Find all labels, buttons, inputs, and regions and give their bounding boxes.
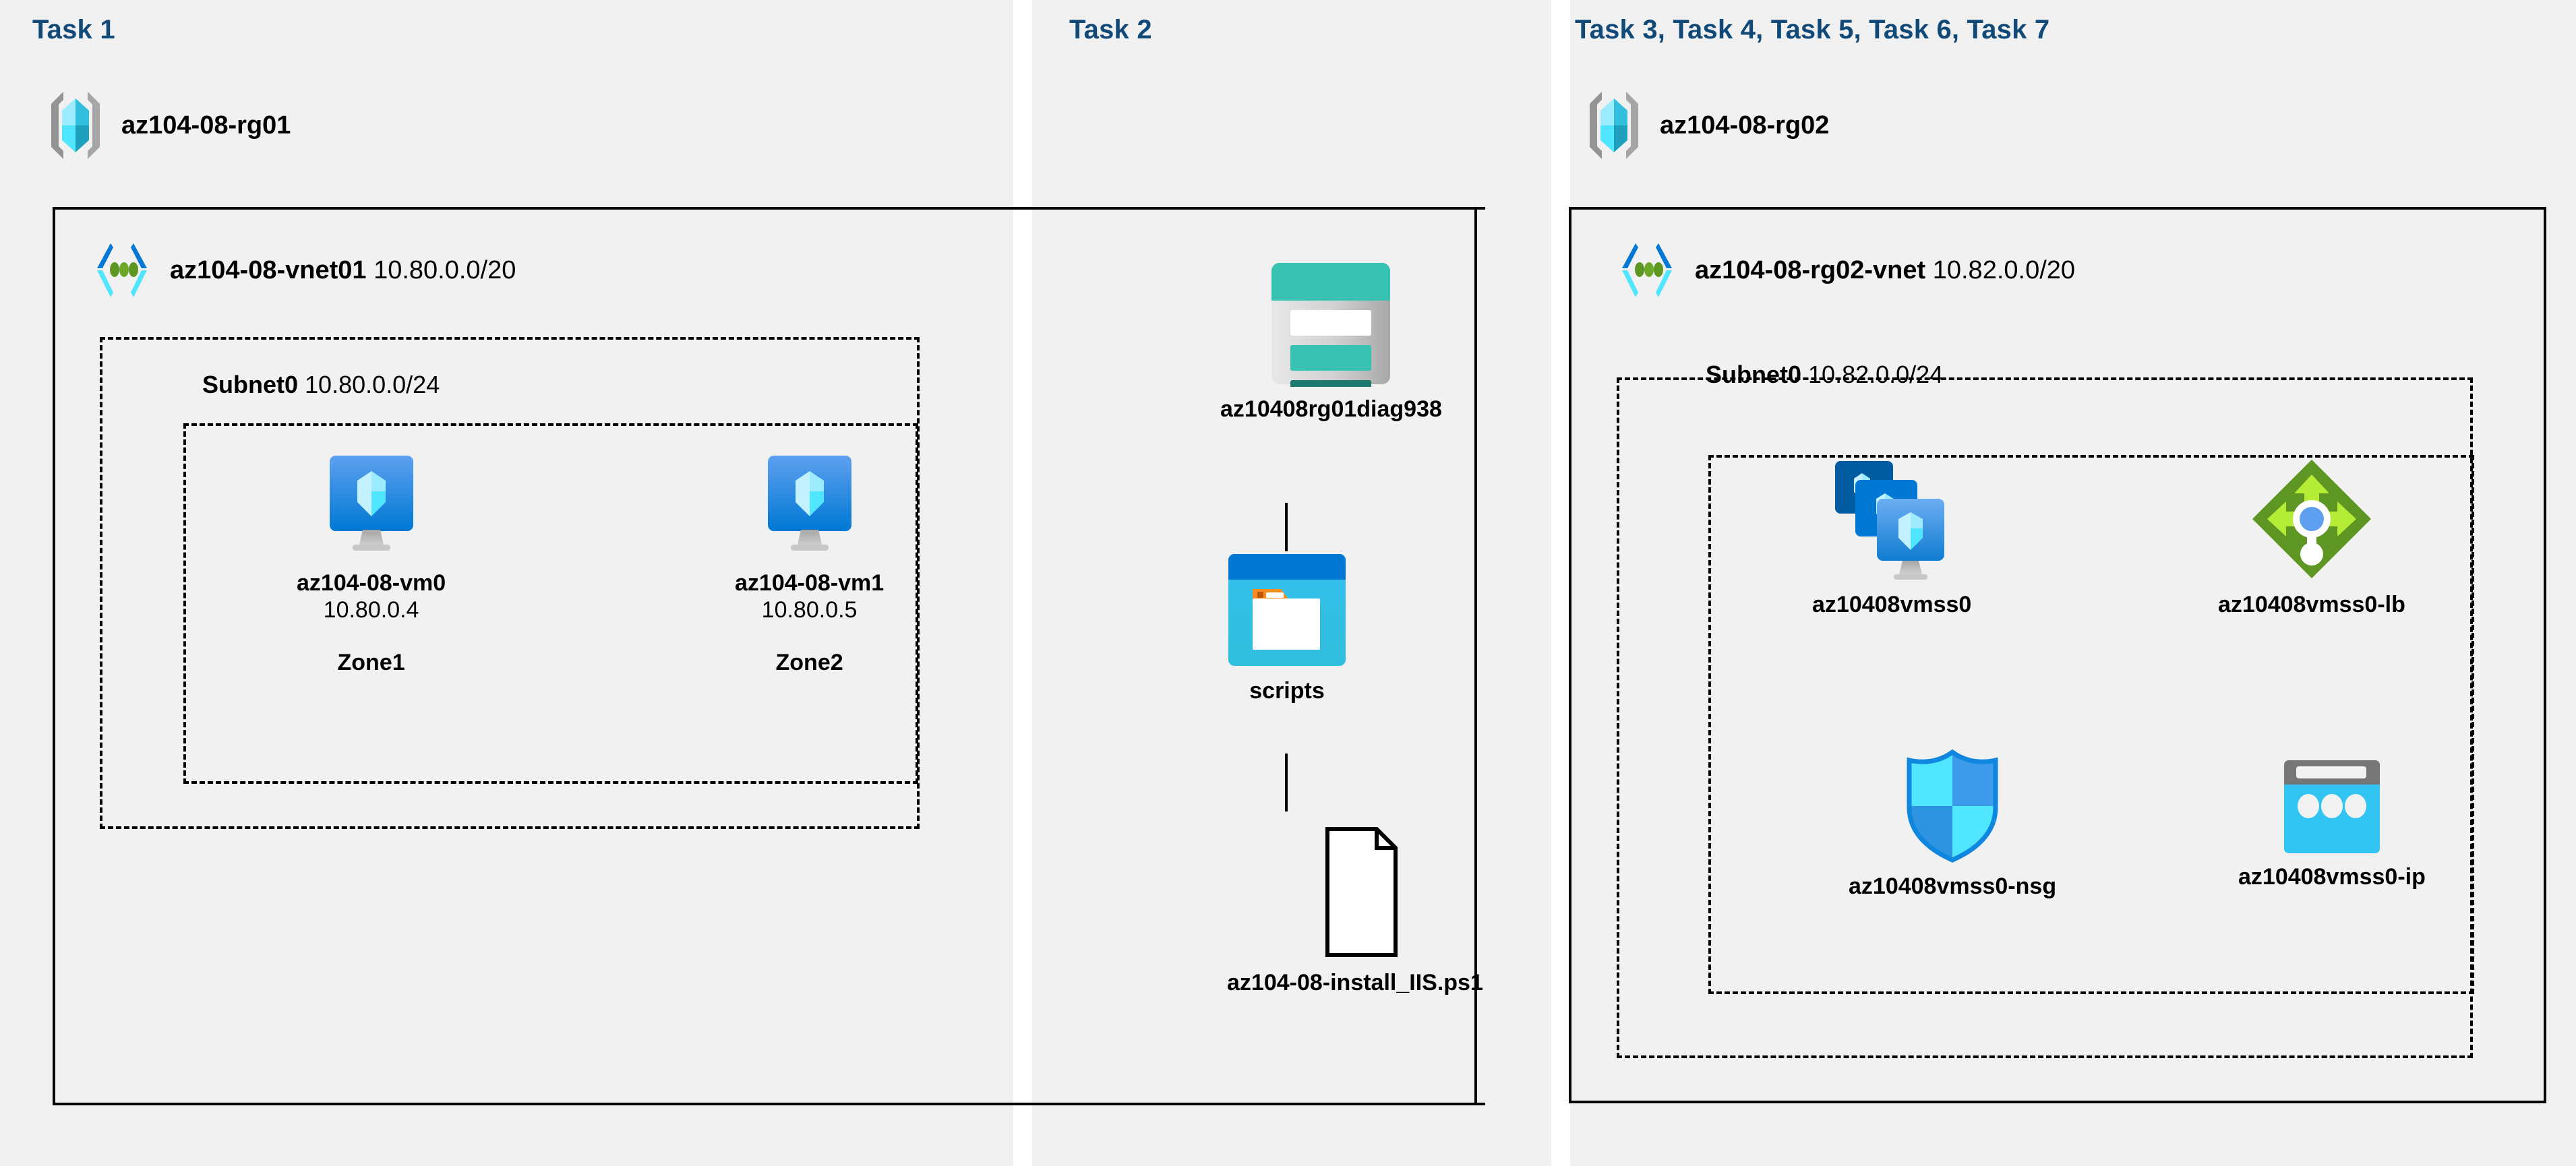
node-storage-account[interactable]: az10408rg01diag938 [1220,262,1442,423]
vnet02-header[interactable]: az104-08-rg02-vnet 10.82.0.0/20 [1618,241,2075,299]
vm1-name: az104-08-vm1 [735,570,885,596]
task1-panel [0,0,1013,1166]
blob-container-name: scripts [1249,678,1325,704]
vmss-inner-boundary-box [1708,455,2474,994]
vnet01-bottom-line-overlay [1013,1103,1485,1105]
virtual-network-icon [1618,241,1680,299]
vm1-ip: 10.80.0.5 [761,597,858,623]
vm0-zone: Zone1 [337,650,405,676]
vnet02-label: az104-08-rg02-vnet 10.82.0.0/20 [1695,256,2075,285]
resource-group-name: az104-08-rg01 [121,111,291,140]
vnet02-name: az104-08-rg02-vnet [1695,255,1926,284]
network-security-group-name: az10408vmss0-nsg [1849,873,2057,899]
task3-panel [1570,0,2576,1166]
task2-heading: Task 2 [1069,15,1152,44]
vnet01-cidr: 10.80.0.0/20 [373,255,516,284]
node-network-security-group[interactable]: az10408vmss0-nsg [1849,748,2056,900]
vm0-ip: 10.80.0.4 [323,597,419,623]
storage-account-name: az10408rg01diag938 [1220,396,1442,422]
vnet01-header[interactable]: az104-08-vnet01 10.80.0.0/20 [93,241,516,299]
connector-container-to-script [1285,754,1288,811]
subnet0-left-cidr: 10.80.0.0/24 [305,371,440,398]
vmss-name: az10408vmss0 [1812,592,1972,617]
vm0-name: az104-08-vm0 [297,570,446,596]
connector-storage-to-container [1285,503,1288,551]
vnet01-boundary-box [53,207,1477,1105]
node-script-file[interactable]: az104-08-install_IIS.ps1 [1227,826,1483,996]
resource-group-rg01[interactable]: az104-08-rg01 [47,89,291,162]
subnet0-right-cidr: 10.82.0.0/24 [1808,361,1944,388]
script-file-name: az104-08-install_IIS.ps1 [1227,970,1483,995]
vm-scale-set-icon [1824,456,1959,582]
node-vm1[interactable]: az104-08-vm1 10.80.0.5 Zone2 [735,453,884,676]
vm1-zone: Zone2 [775,650,843,676]
subnet0-left-boundary-box [100,337,920,829]
resource-group-icon [47,89,104,162]
load-balancer-icon [2248,456,2375,582]
load-balancer-name: az10408vmss0-lb [2218,592,2405,617]
virtual-machine-icon [759,453,860,561]
resource-group-name: az104-08-rg02 [1660,111,1830,140]
virtual-machine-icon [321,453,422,561]
node-vmss[interactable]: az10408vmss0 [1812,456,1971,618]
resource-group-rg02[interactable]: az104-08-rg02 [1586,89,1829,162]
node-blob-container[interactable]: scripts [1227,553,1347,704]
vnet01-top-line-overlay [1013,207,1485,210]
task1-heading: Task 1 [32,15,115,44]
node-vm0[interactable]: az104-08-vm0 10.80.0.4 Zone1 [297,453,446,676]
task3-heading: Task 3, Task 4, Task 5, Task 6, Task 7 [1575,15,2050,44]
file-document-icon [1296,826,1414,960]
storage-account-icon [1265,262,1397,387]
node-load-balancer[interactable]: az10408vmss0-lb [2218,456,2405,618]
zones-inner-boundary-box [183,423,918,784]
blob-container-icon [1227,553,1347,669]
subnet0-left-label: Subnet0 10.80.0.0/24 [202,371,440,399]
network-security-group-icon [1903,748,2002,864]
public-ip-address-name: az10408vmss0-ip [2238,864,2426,890]
vnet02-boundary-box [1569,207,2546,1103]
public-ip-address-icon [2281,759,2383,855]
subnet0-right-name: Subnet0 [1706,361,1802,388]
virtual-network-icon [93,241,155,299]
subnet0-left-name: Subnet0 [202,371,299,398]
vnet02-cidr: 10.82.0.0/20 [1932,255,2076,284]
subnet0-right-label: Subnet0 10.82.0.0/24 [1706,361,1943,389]
resource-group-icon [1586,89,1642,162]
node-public-ip-address[interactable]: az10408vmss0-ip [2238,759,2426,890]
vnet01-name: az104-08-vnet01 [170,255,367,284]
vnet01-label: az104-08-vnet01 10.80.0.0/20 [170,256,516,285]
